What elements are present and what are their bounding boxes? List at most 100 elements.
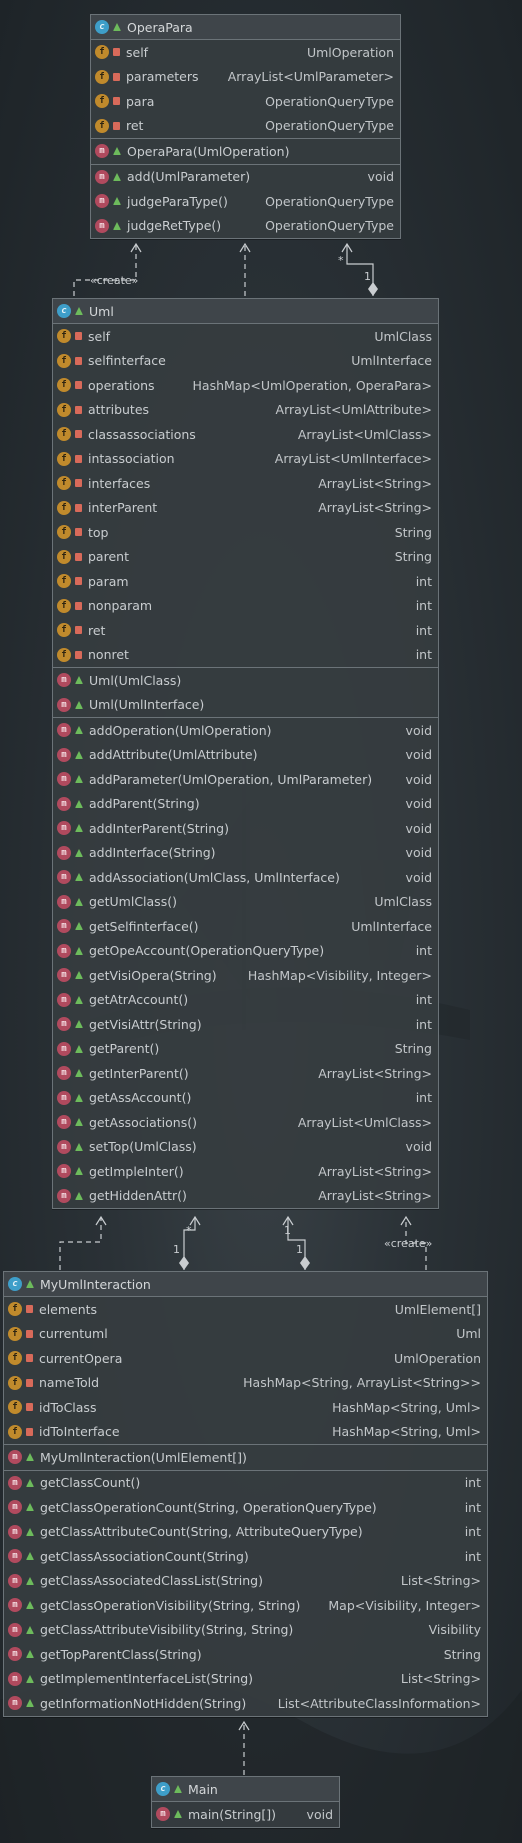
- method-icon: m: [57, 747, 71, 762]
- class-icon: c: [156, 1782, 170, 1796]
- method-type: ArrayList<String>: [318, 1163, 432, 1179]
- field-type: UmlInterface: [351, 353, 432, 369]
- field-icon: f: [57, 476, 71, 491]
- method-type: UmlInterface: [351, 918, 432, 934]
- field-icon: f: [8, 1351, 22, 1366]
- method-type: List<String>: [400, 1573, 481, 1589]
- method-name: addInterface(String): [89, 845, 216, 861]
- method-name: judgeRetType(): [127, 218, 222, 234]
- method-name: getClassCount(): [40, 1475, 141, 1491]
- private-modifier-icon: [113, 48, 120, 57]
- method-name: setTop(UmlClass): [89, 1139, 197, 1155]
- field-icon: f: [95, 94, 109, 109]
- field-name: elements: [39, 1301, 98, 1317]
- method-icon: m: [57, 1017, 71, 1032]
- field-icon: f: [8, 1424, 22, 1439]
- field-icon: f: [57, 549, 71, 564]
- field-icon: f: [57, 353, 71, 368]
- public-modifier-icon: [75, 1044, 83, 1053]
- method-icon: m: [57, 1041, 71, 1056]
- field-icon: f: [57, 329, 71, 344]
- private-modifier-icon: [113, 121, 120, 130]
- method-icon: m: [57, 943, 71, 958]
- method-icon: m: [57, 796, 71, 811]
- constructor-name: Uml(UmlClass): [89, 672, 182, 688]
- method-type: void: [405, 796, 432, 812]
- field-name: ret: [88, 622, 106, 638]
- constructor-icon: m: [8, 1450, 22, 1465]
- field-type: Uml: [456, 1326, 481, 1342]
- private-modifier-icon: [75, 577, 82, 586]
- method-name: getInterParent(): [89, 1065, 189, 1081]
- field-icon: f: [57, 647, 71, 662]
- field-icon: f: [57, 574, 71, 589]
